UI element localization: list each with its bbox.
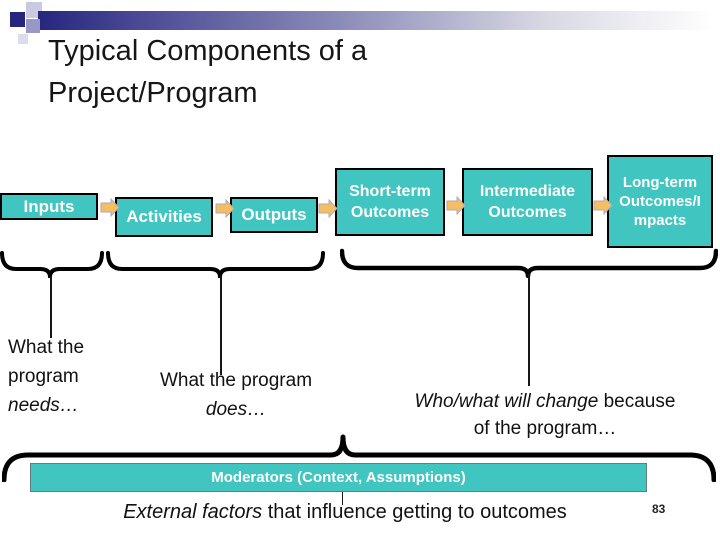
flow-box-short-term-outcomes: Short-term Outcomes	[335, 168, 445, 236]
external-rest-text: that influence getting to outcomes	[262, 501, 567, 523]
connector-line	[220, 276, 222, 375]
flow-arrow-icon	[318, 199, 338, 218]
connector-line	[342, 492, 343, 505]
moderators-brace-icon	[2, 434, 716, 482]
external-factors-text: External factors that influence getting …	[60, 501, 630, 524]
external-italic-text: External factors	[123, 501, 263, 523]
activities-outputs-brace-icon	[106, 251, 325, 278]
decor-square-icon	[18, 34, 28, 44]
decor-square-icon	[26, 19, 40, 33]
flow-arrow-icon	[446, 196, 466, 215]
decor-square-icon	[10, 12, 25, 27]
does-line1: What the program	[159, 370, 313, 391]
needs-line1: What the	[8, 337, 85, 358]
flow-box-long-term-outcomes: Long-term Outcomes/Impacts	[607, 155, 713, 248]
does-line2: does…	[205, 399, 267, 420]
flow-box-inputs: Inputs	[0, 193, 98, 220]
flow-box-intermediate-outcomes: Intermediate Outcomes	[462, 168, 593, 236]
needs-line2: program	[8, 366, 79, 387]
slide-title: Typical Components of a Project/Program	[48, 35, 368, 109]
flow-box-activities: Activities	[115, 197, 213, 237]
change-annotation: Who/what will change because of the prog…	[378, 388, 712, 442]
inputs-brace-icon	[0, 251, 104, 278]
flow-arrow-icon	[593, 196, 613, 215]
change-line2: of the program…	[473, 418, 617, 439]
flow-box-outputs: Outputs	[230, 197, 318, 233]
moderators-bar: Moderators (Context, Assumptions)	[30, 463, 647, 492]
needs-line3: needs…	[8, 395, 79, 416]
change-line1: Who/what will change because	[378, 388, 712, 415]
flow-arrow-icon	[215, 199, 235, 218]
needs-annotation: What the program needs…	[8, 333, 138, 420]
does-annotation: What the program does…	[138, 366, 334, 424]
flow-arrow-icon	[100, 198, 120, 217]
header-gradient-bar	[38, 11, 714, 30]
change-line1-rest: because	[598, 391, 676, 412]
connector-line	[50, 276, 52, 338]
page-number: 83	[652, 502, 666, 516]
change-italic-text: Who/what will change	[414, 391, 599, 412]
connector-line	[528, 274, 530, 386]
